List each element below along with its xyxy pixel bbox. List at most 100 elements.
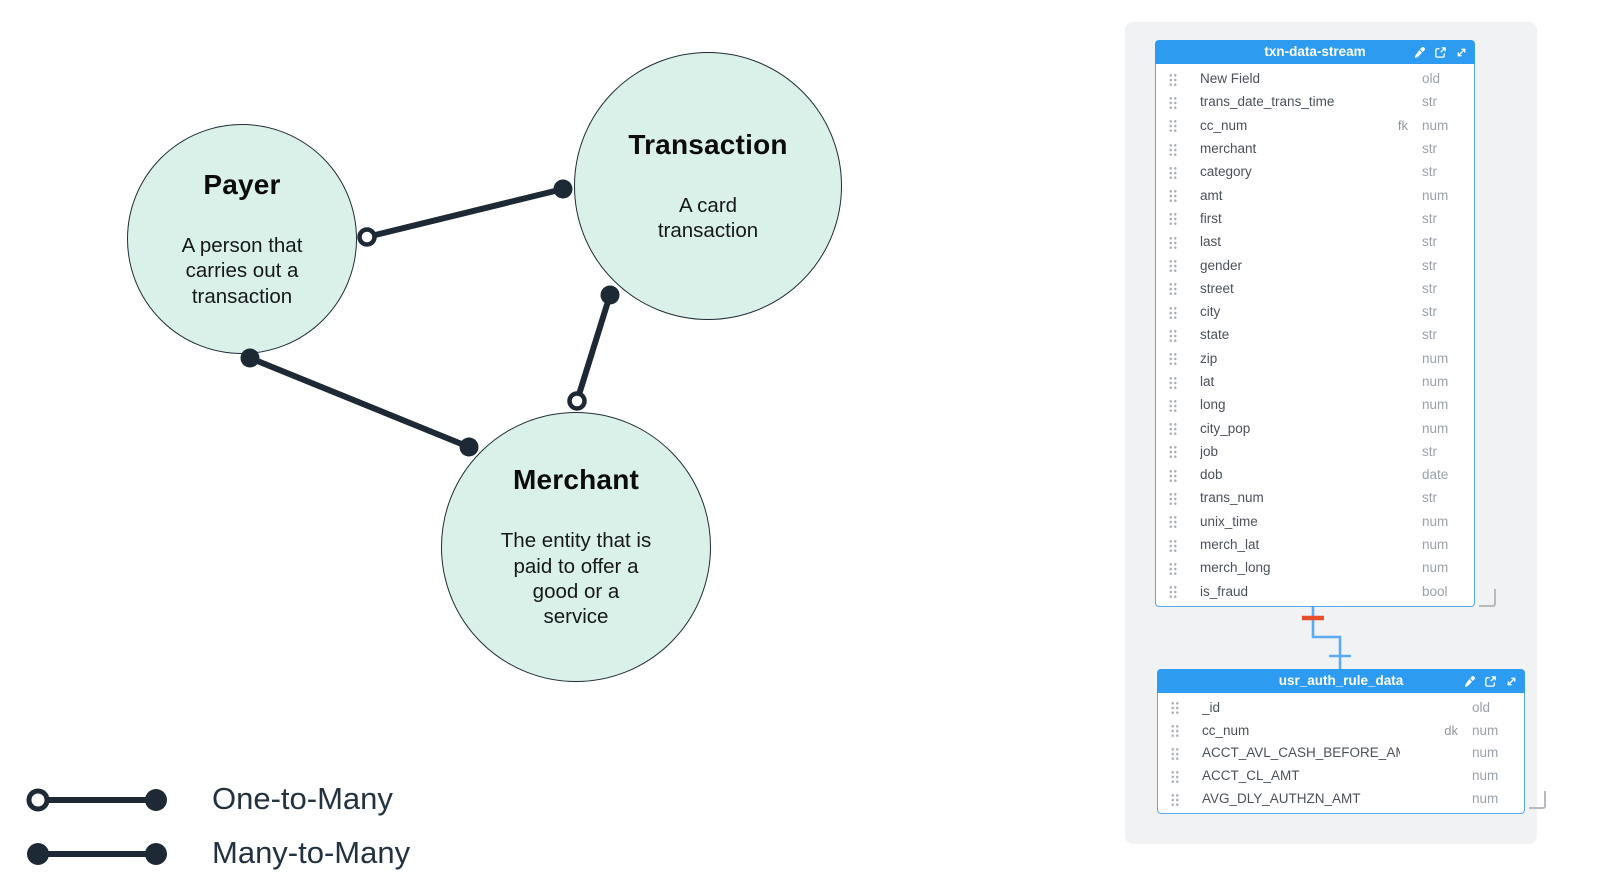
field-row[interactable]: ACCT_CL_AMT num [1158, 764, 1524, 787]
drag-handle-icon[interactable] [1170, 745, 1179, 760]
field-row[interactable]: unix_time num [1156, 510, 1474, 533]
field-row[interactable]: category str [1156, 160, 1474, 183]
field-row[interactable]: cc_num dk num [1158, 719, 1524, 742]
drag-handle-icon[interactable] [1170, 768, 1179, 783]
field-row[interactable]: long num [1156, 393, 1474, 416]
field-key-badge: dk [1444, 722, 1458, 738]
drag-handle-icon[interactable] [1168, 490, 1177, 505]
field-row[interactable]: merchant str [1156, 137, 1474, 160]
drag-handle-icon[interactable] [1170, 791, 1179, 806]
field-row[interactable]: last str [1156, 230, 1474, 253]
drag-handle-icon[interactable] [1170, 723, 1179, 738]
filled-circle-marker [553, 179, 573, 199]
entity-circle-merchant: Merchant The entity that is paid to offe… [441, 412, 711, 682]
field-type: str [1422, 94, 1437, 110]
field-row[interactable]: New Field old [1156, 67, 1474, 90]
filled-circle-marker [27, 843, 49, 865]
field-row[interactable]: trans_num str [1156, 486, 1474, 509]
drag-handle-icon[interactable] [1168, 258, 1177, 273]
open-circle-marker [357, 227, 377, 247]
edge-payer-transaction [366, 186, 564, 240]
drag-handle-icon[interactable] [1168, 397, 1177, 412]
field-row[interactable]: amt num [1156, 183, 1474, 206]
drag-handle-icon[interactable] [1168, 584, 1177, 599]
drag-handle-icon[interactable] [1168, 94, 1177, 109]
field-row[interactable]: is_fraud bool [1156, 580, 1474, 603]
field-row[interactable]: first str [1156, 207, 1474, 230]
field-type: num [1422, 420, 1449, 436]
eyedropper-icon[interactable] [1413, 46, 1426, 59]
field-type: num [1472, 722, 1499, 738]
field-name: _id [1202, 699, 1221, 715]
field-name: ACCT_AVL_CASH_BEFORE_AMT [1202, 745, 1400, 761]
table-header[interactable]: txn-data-stream [1155, 40, 1475, 64]
field-row[interactable]: trans_date_trans_time str [1156, 90, 1474, 113]
table-resize-handle[interactable] [1479, 589, 1496, 607]
field-type: str [1422, 280, 1437, 296]
table-resize-handle[interactable] [1529, 791, 1546, 809]
field-row[interactable]: ACCT_AVL_CASH_BEFORE_AMT num [1158, 742, 1524, 765]
drag-handle-icon[interactable] [1168, 421, 1177, 436]
drag-handle-icon[interactable] [1168, 327, 1177, 342]
field-name: state [1200, 327, 1230, 343]
open-in-new-icon[interactable] [1434, 46, 1447, 59]
field-row[interactable]: zip num [1156, 347, 1474, 370]
field-type: num [1422, 537, 1449, 553]
field-row[interactable]: merch_long num [1156, 556, 1474, 579]
field-type: num [1472, 745, 1499, 761]
field-name: category [1200, 164, 1252, 180]
drag-handle-icon[interactable] [1168, 71, 1177, 86]
drag-handle-icon[interactable] [1168, 188, 1177, 203]
field-row[interactable]: AVG_DLY_AUTHZN_AMT num [1158, 787, 1524, 810]
field-name: cc_num [1202, 722, 1250, 738]
field-row[interactable]: city str [1156, 300, 1474, 323]
field-type: num [1422, 187, 1449, 203]
field-type: num [1422, 513, 1449, 529]
field-row[interactable]: _id old [1158, 696, 1524, 719]
expand-diagonal-icon[interactable] [1455, 46, 1468, 59]
drag-handle-icon[interactable] [1168, 281, 1177, 296]
drag-handle-icon[interactable] [1168, 164, 1177, 179]
table-header[interactable]: usr_auth_rule_data [1157, 669, 1525, 693]
field-row[interactable]: state str [1156, 323, 1474, 346]
drag-handle-icon[interactable] [1168, 234, 1177, 249]
field-row[interactable]: gender str [1156, 253, 1474, 276]
entity-title: Merchant [512, 464, 640, 496]
expand-diagonal-icon[interactable] [1505, 675, 1518, 688]
drag-handle-icon[interactable] [1168, 444, 1177, 459]
field-name: New Field [1200, 71, 1261, 87]
field-type: num [1422, 374, 1449, 389]
drag-handle-icon[interactable] [1168, 514, 1177, 529]
field-type: date [1422, 467, 1449, 483]
drag-handle-icon[interactable] [1168, 211, 1177, 226]
edge-transaction-merchant [574, 294, 613, 402]
legend-label-many-to-many: Many-to-Many [212, 835, 411, 870]
drag-handle-icon[interactable] [1168, 304, 1177, 319]
drag-handle-icon[interactable] [1168, 374, 1177, 389]
field-type: old [1472, 699, 1491, 715]
drag-handle-icon[interactable] [1168, 560, 1177, 575]
drag-handle-icon[interactable] [1168, 351, 1177, 366]
field-type: str [1422, 443, 1437, 459]
drag-handle-icon[interactable] [1170, 700, 1179, 715]
field-name: trans_num [1200, 490, 1264, 506]
field-name: cc_num [1200, 117, 1248, 133]
field-type: num [1472, 768, 1499, 784]
field-name: merch_lat [1200, 537, 1260, 553]
field-row[interactable]: dob date [1156, 463, 1474, 486]
drag-handle-icon[interactable] [1168, 467, 1177, 482]
drag-handle-icon[interactable] [1168, 537, 1177, 552]
field-name: job [1200, 443, 1219, 459]
open-in-new-icon[interactable] [1484, 675, 1497, 688]
field-row[interactable]: cc_num fk num [1156, 114, 1474, 137]
field-row[interactable]: street str [1156, 277, 1474, 300]
field-row[interactable]: city_pop num [1156, 416, 1474, 439]
field-name: ACCT_CL_AMT [1202, 768, 1300, 784]
field-row[interactable]: lat num [1156, 370, 1474, 393]
field-type: num [1422, 397, 1449, 413]
field-row[interactable]: merch_lat num [1156, 533, 1474, 556]
eyedropper-icon[interactable] [1463, 675, 1476, 688]
field-row[interactable]: job str [1156, 440, 1474, 463]
drag-handle-icon[interactable] [1168, 118, 1177, 133]
drag-handle-icon[interactable] [1168, 141, 1177, 156]
